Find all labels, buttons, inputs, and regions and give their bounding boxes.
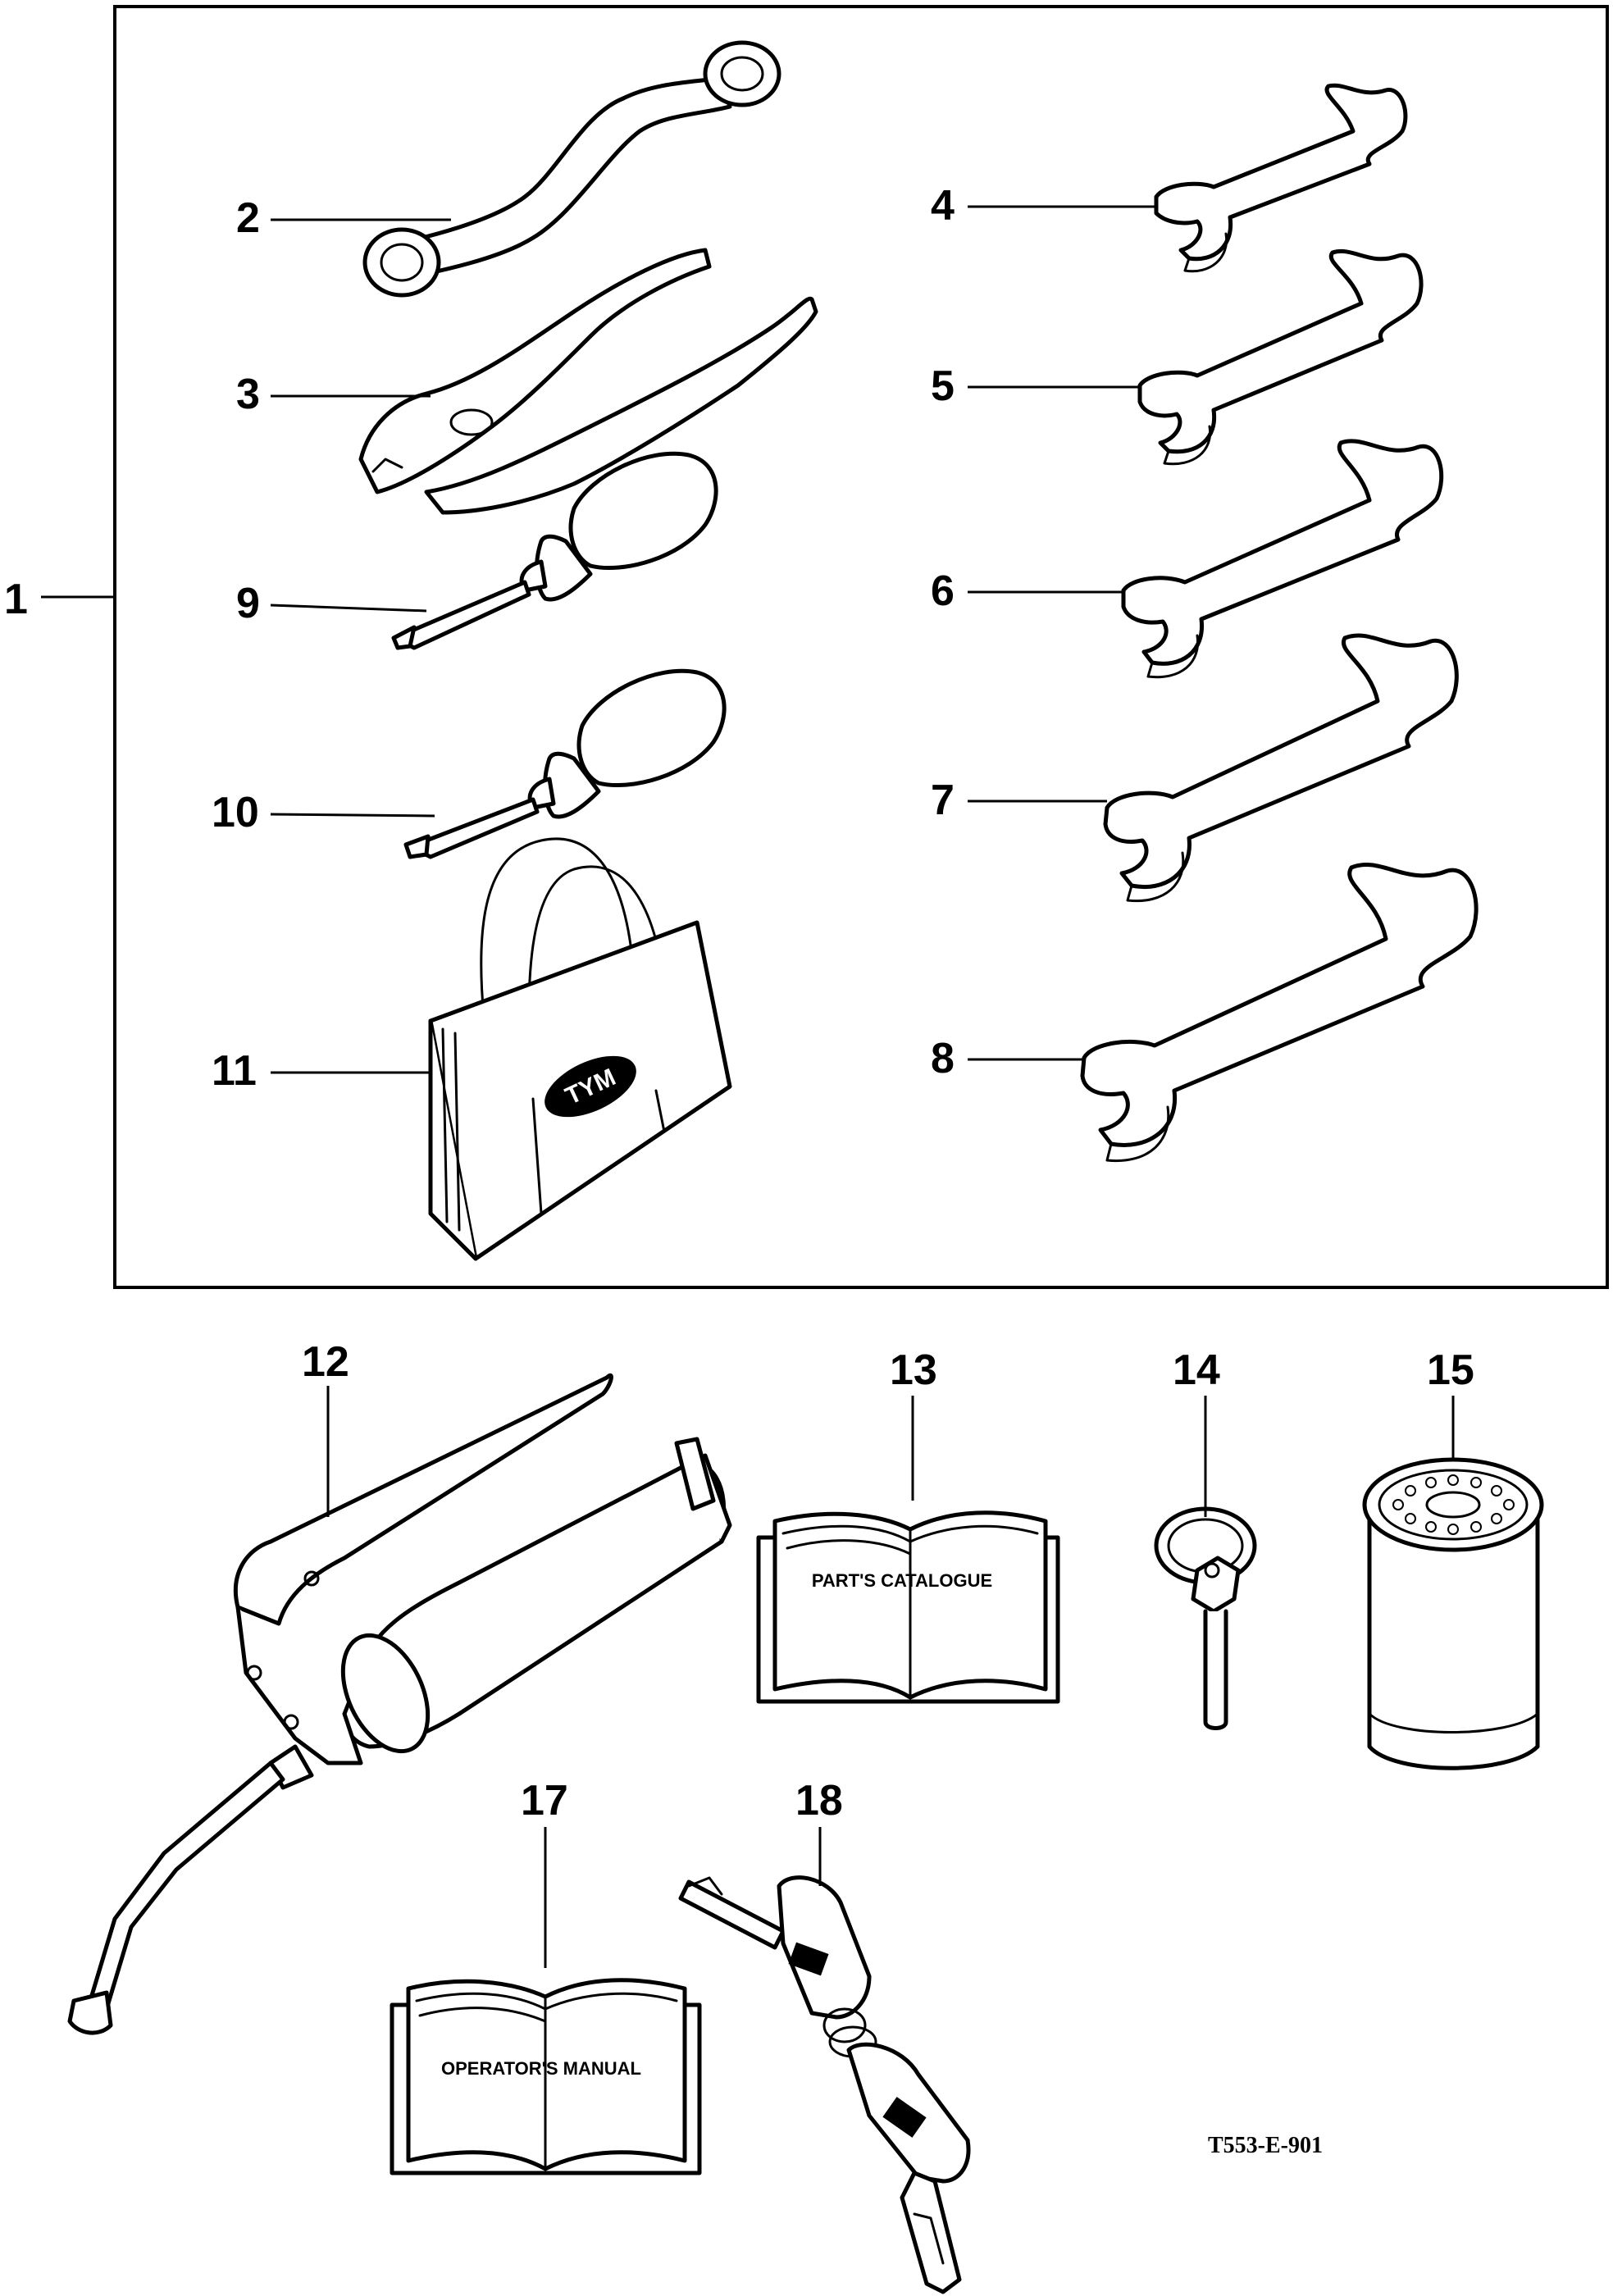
wrench-8-illustration: [1080, 862, 1479, 1163]
tool-kit-frame: [113, 5, 1609, 1289]
callout-5[interactable]: 5: [931, 362, 955, 410]
callout-11[interactable]: 11: [212, 1047, 257, 1095]
callout-14[interactable]: 14: [1173, 1346, 1220, 1394]
grease-gun-illustration: [67, 1374, 732, 2035]
callout-3[interactable]: 3: [236, 371, 260, 418]
callout-15[interactable]: 15: [1427, 1346, 1474, 1394]
callout-1[interactable]: 1: [4, 576, 28, 623]
phillips-screwdriver-illustration: [391, 451, 718, 650]
ring-spanner-illustration: [362, 40, 781, 298]
lock-pin-illustration: [1154, 1506, 1257, 1730]
callout-7[interactable]: 7: [931, 777, 955, 824]
callout-18[interactable]: 18: [795, 1777, 843, 1824]
callout-8[interactable]: 8: [931, 1035, 955, 1082]
callout-9[interactable]: 9: [236, 580, 260, 627]
flat-screwdriver-illustration: [403, 668, 727, 859]
parts-catalogue-book-illustration: PART'S CATALOGUE: [756, 1510, 1060, 1704]
callout-6[interactable]: 6: [931, 567, 955, 615]
callout-12[interactable]: 12: [302, 1338, 349, 1386]
wrench-6-illustration: [1121, 439, 1444, 679]
drawing-reference: T553-E-901: [1208, 2133, 1323, 2158]
wrench-7-illustration: [1103, 633, 1459, 903]
ignition-keys-illustration: [678, 1875, 971, 2294]
callout-4[interactable]: 4: [931, 182, 955, 230]
pliers-illustration: [358, 248, 818, 515]
leader-9: [270, 604, 427, 613]
tym-logo-bag: [545, 1055, 636, 1118]
parts-catalogue-label: PART'S CATALOGUE: [812, 1570, 992, 1591]
callout-10[interactable]: 10: [212, 789, 259, 836]
tym-logo-key-2: [882, 2097, 927, 2138]
callout-17[interactable]: 17: [521, 1777, 568, 1824]
callout-2[interactable]: 2: [236, 194, 260, 242]
wrench-4-illustration: [1154, 83, 1408, 273]
tym-logo-key-1: [788, 1942, 829, 1976]
callout-13[interactable]: 13: [890, 1346, 937, 1394]
filter-holes: [1392, 1474, 1515, 1535]
leader-10: [270, 813, 435, 818]
tool-bag-illustration: TYM: [428, 837, 732, 1261]
operators-manual-book-illustration: OPERATOR'S MANUAL: [390, 1978, 702, 2175]
operators-manual-label: OPERATOR'S MANUAL: [441, 2058, 641, 2079]
wrench-5-illustration: [1137, 249, 1424, 466]
oil-filter-illustration: [1362, 1457, 1544, 1770]
